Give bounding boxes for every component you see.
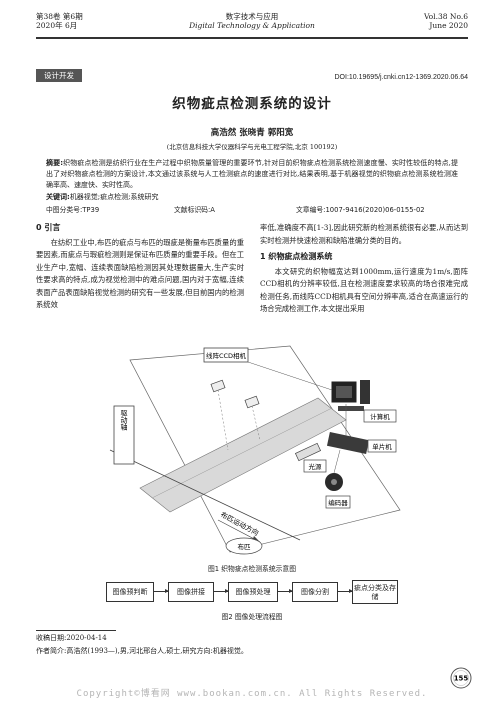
page-number-badge: 155 (450, 667, 472, 689)
camera-1-beam (217, 389, 229, 451)
mcu-board-icon (326, 431, 370, 455)
camera-label: 线阵CCD相机 (206, 351, 247, 360)
affiliation: (北京信息科技大学仪器科学与光电工程学院,北京 100192) (166, 143, 338, 151)
drive-shaft-label: 驱动轴 (120, 410, 128, 432)
figure-2-flowchart: 图像预判断 图像拼接 图像预处理 图像分割 疵点分类及存储 (106, 578, 398, 606)
system-paragraph: 本文研究的织物幅宽达到1000mm,运行速度为1m/s,面阵CCD相机的分辨率较… (260, 266, 468, 314)
volume-issue-cn: 第38卷 第6期 (36, 12, 83, 21)
flow-arrow-1 (154, 589, 169, 593)
volume-issue-en: Vol.38 No.6 (423, 12, 468, 21)
right-column: 率低,准确度不高[1-3],因此研究新的检测系统很有必要,从而达到实时检测并快速… (260, 222, 468, 316)
date-en: June 2020 (429, 21, 468, 30)
computer-label: 计算机 (370, 412, 390, 421)
document-code: 文献标识码:A (174, 206, 215, 214)
flow-arrow-2 (214, 589, 229, 593)
camera-2-beam (251, 405, 261, 441)
fabric-roll-icon (225, 537, 263, 555)
received-date: 收稿日期:2020-04-14 (36, 634, 107, 642)
running-header: 第38卷 第6期 2020年 6月 数字技术与应用 Digital Techno… (36, 12, 468, 36)
computer-label-box (363, 409, 397, 423)
flow-step-4: 图像分割 (292, 582, 338, 602)
encoder-hub (331, 479, 337, 485)
abstract-text: 织物疵点检测是纺织行业在生产过程中织物质量管理的重要环节,针对目前织物疵点检测系… (46, 159, 458, 189)
figure-1-schematic: 驱动轴 线阵CCD相机 计算机 单片机 光源 编码器 布匹运动方向 布匹 (109, 345, 401, 555)
article-number: 文章编号:1007-9416(2020)06-0155-02 (296, 206, 425, 214)
camera-1-icon (210, 379, 226, 393)
copyright-watermark: Copyright©博看网 www.bookan.com.cn. All Rig… (76, 689, 428, 699)
journal-name: 数字技术与应用 Digital Technology & Application (36, 12, 468, 30)
clc-number: 中图分类号:TP39 (46, 206, 100, 214)
journal-name-cn: 数字技术与应用 (225, 12, 279, 21)
computer-tower-icon (360, 380, 370, 404)
flow-arrow-4 (338, 589, 353, 593)
footnote-rule (36, 630, 116, 631)
page-number-ring (453, 670, 469, 686)
flow-step-3: 图像预处理 (228, 582, 278, 602)
figure-1-caption: 图1 织物疵点检测系统示意图 (207, 565, 297, 573)
drive-shaft-box (113, 405, 135, 465)
page-number-circle (450, 667, 472, 689)
computer-screen (336, 386, 352, 398)
mcu-label: 单片机 (372, 442, 392, 451)
journal-volume: 第38卷 第6期 2020年 6月 (36, 12, 83, 30)
keyboard-icon (338, 406, 364, 411)
abstract: 摘要:织物疵点检测是纺织行业在生产过程中织物质量管理的重要环节,针对目前织物疵点… (46, 158, 458, 191)
section-heading-system: 1 织物疵点检测系统 (260, 252, 333, 261)
authors: 高浩然 张晓青 郭阳宽 (210, 128, 294, 138)
author-bio: 作者简介:高浩然(1993—),男,河北邢台人,硕士,研究方向:机器视觉。 (36, 647, 248, 655)
fabric-band (139, 397, 347, 513)
doi[interactable]: DOI:10.19695/j.cnki.cn12-1369.2020.06.64 (334, 74, 469, 81)
section-heading-intro: 0 引言 (36, 223, 61, 232)
camera-2-icon (244, 395, 260, 409)
roller-lower (109, 449, 301, 541)
intro-paragraph: 在纺织工业中,布匹的疵点与布匹的瑕疵是衡量布匹质量的重要因素,而疵点与瑕疵检测则… (36, 237, 244, 310)
journal-name-en: Digital Technology & Application (189, 21, 315, 30)
figure-2-caption: 图2 图像处理流程图 (221, 613, 283, 621)
fabric-stripe (151, 407, 333, 499)
flow-step-1: 图像预判断 (106, 582, 154, 602)
fabric-label: 布匹 (238, 542, 252, 551)
flow-step-5: 疵点分类及存储 (352, 580, 398, 604)
cable-3 (247, 361, 333, 391)
direction-arrow-line (217, 519, 261, 543)
keywords-label: 关键词: (46, 193, 70, 201)
encoder-label: 编码器 (328, 498, 348, 507)
section-tag: 设计开发 (36, 69, 82, 82)
light-label-box (303, 459, 327, 473)
camera-label-box (203, 347, 249, 363)
flow-arrow-3 (278, 589, 293, 593)
keywords: 关键词:机器视觉;疵点检测;系统研究 (46, 192, 458, 202)
continued-paragraph: 率低,准确度不高[1-3],因此研究新的检测系统很有必要,从而达到实时检测并快速… (260, 223, 468, 245)
keywords-text: 机器视觉;疵点检测;系统研究 (69, 193, 159, 201)
cable-2 (333, 449, 341, 474)
paper-title: 织物疵点检测系统的设计 (172, 96, 332, 112)
encoder-label-box (325, 495, 351, 509)
header-rule (36, 37, 468, 39)
flow-step-2: 图像拼接 (168, 582, 214, 602)
light-label: 光源 (309, 462, 323, 471)
abstract-label: 摘要: (46, 159, 63, 167)
left-column: 0 引言 在纺织工业中,布匹的疵点与布匹的瑕疵是衡量布匹质量的重要因素,而疵点与… (36, 222, 244, 312)
page-number: 155 (454, 675, 469, 683)
journal-volume-en: Vol.38 No.6 June 2020 (424, 12, 468, 30)
light-source-icon (294, 442, 322, 462)
mcu-label-box (367, 439, 397, 453)
date-cn: 2020年 6月 (36, 21, 78, 30)
